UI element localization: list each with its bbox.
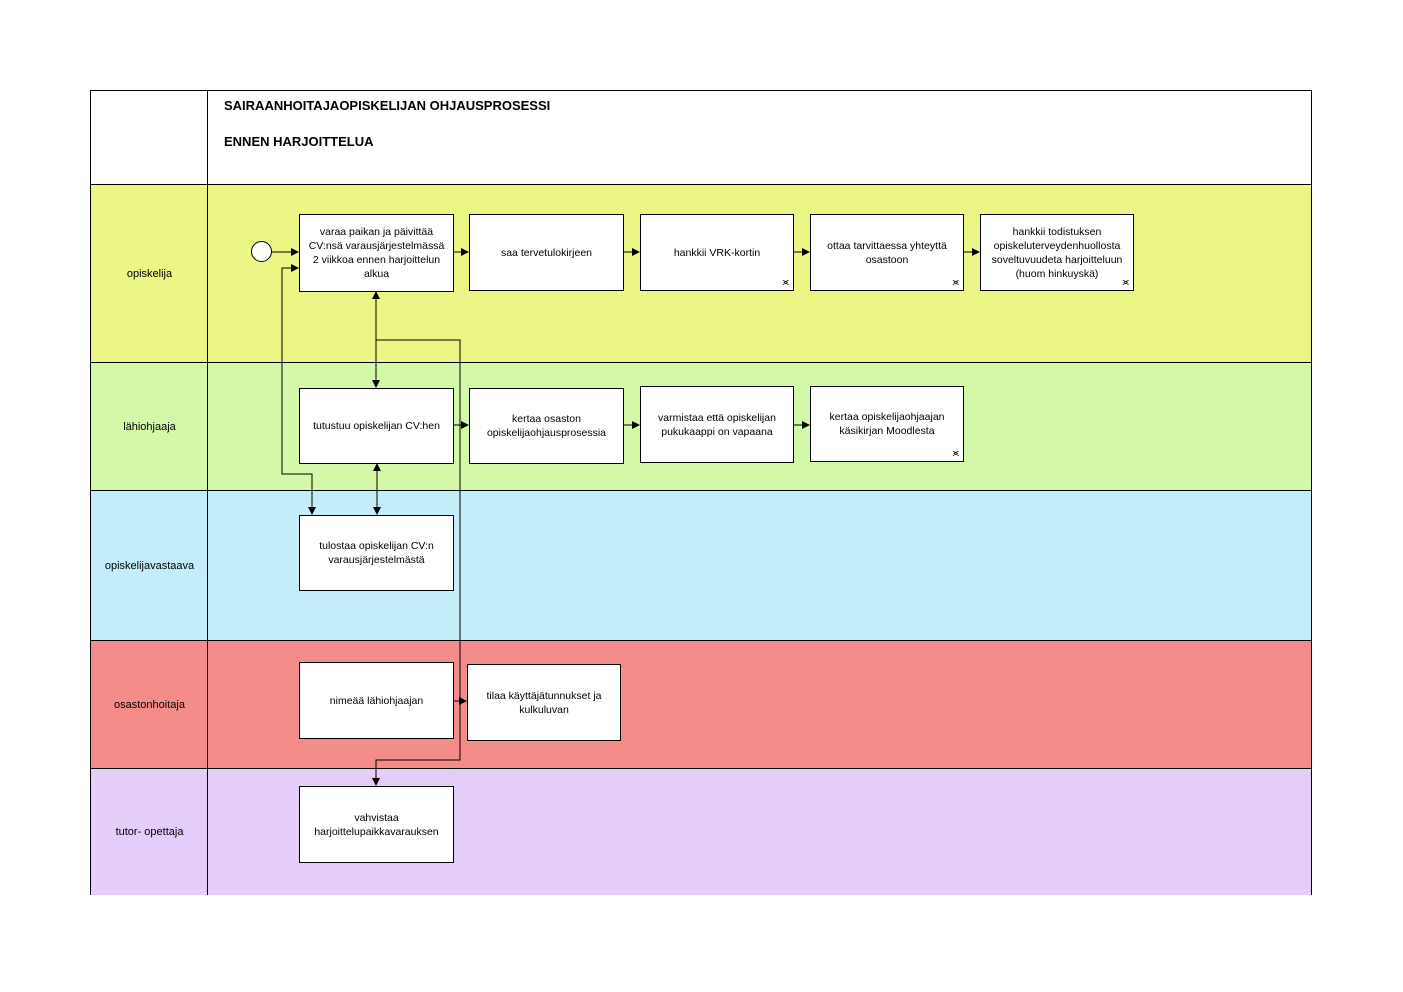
task-label: nimeää lähiohjaajan [329,694,424,707]
diagram-frame [90,90,1312,895]
start-event [251,241,272,262]
lane-divider [207,90,208,895]
diagram-title: SAIRAANHOITAJAOPISKELIJAN OHJAUSPROSESSI [224,98,551,113]
task-label: kertaa opiskelijaohjaajan käsikirjan Moo… [829,411,945,437]
task-label: vahvistaa harjoittelupaikkavarauksen [314,811,439,838]
lane-label-opiskelijavastaava: opiskelijavastaava [104,559,195,572]
task-label: varaa paikan ja päivittää CV:nsä varausj… [308,226,445,280]
task-label: ottaa tarvittaessa yhteyttä osastoon [827,239,947,266]
task-label: saa tervetulokirjeen [500,246,593,259]
lane-label-lahiohjaaja: lähiohjaaja [123,420,176,433]
task-label: tutustuu opiskelijan CV:hen [313,420,440,432]
task-label: hankkii VRK-kortin [673,246,761,259]
lane-osastonhoitaja [91,640,1312,769]
task-hankkii-todistuksen[interactable]: hankkii todistuksen opiskeluterveydenhuo… [980,214,1134,291]
task-kertaa-ohjausprosessia[interactable]: kertaa osaston opiskelijaohjausprosessia [469,388,624,464]
task-tulostaa-cv[interactable]: tulostaa opiskelijan CV:n varausjärjeste… [299,515,454,591]
task-varmistaa-pukukaappi[interactable]: varmistaa että opiskelijan pukukaappi on… [640,386,794,463]
task-vahvistaa-varauksen[interactable]: vahvistaa harjoittelupaikkavarauksen [299,786,454,863]
subprocess-link-icon: ⪤ [782,277,790,288]
task-saa-tervetulokirjeen[interactable]: saa tervetulokirjeen [469,214,624,291]
task-kertaa-kasikirjan[interactable]: kertaa opiskelijaohjaajan käsikirjan Moo… [810,386,964,462]
lane-label-opiskelija: opiskelija [126,267,173,280]
task-varaa-paikan[interactable]: varaa paikan ja päivittää CV:nsä varausj… [299,214,454,292]
task-label: kertaa osaston opiskelijaohjausprosessia [486,413,607,439]
lane-opiskelijavastaava [91,490,1312,641]
subprocess-link-icon: ⪤ [1122,277,1130,288]
subprocess-link-icon: ⪤ [952,448,960,459]
task-label: tulostaa opiskelijan CV:n varausjärjeste… [319,540,434,566]
flow-t1-u1 [372,339,461,786]
task-tutustuu-cv[interactable]: tutustuu opiskelijan CV:hen [299,388,454,464]
subprocess-link-icon: ⪤ [952,277,960,288]
task-label: tilaa käyttäjätunnukset ja kulkuluvan [486,689,602,716]
lane-tutor-opettaja [91,768,1312,895]
lane-label-tutor-opettaja: tutor- opettaja [115,825,184,838]
task-hankkii-vrk-kortin[interactable]: hankkii VRK-kortin ⪤ [640,214,794,291]
task-label: hankkii todistuksen opiskeluterveydenhuo… [991,225,1123,280]
lane-label-osastonhoitaja: osastonhoitaja [114,698,185,711]
task-tilaa-kayttajatunnukset[interactable]: tilaa käyttäjätunnukset ja kulkuluvan [467,664,621,741]
diagram-subtitle: ENNEN HARJOITTELUA [224,134,374,149]
task-nimeaa-lahiohjaajan[interactable]: nimeää lähiohjaajan [299,662,454,739]
task-label: varmistaa että opiskelijan pukukaappi on… [658,411,776,438]
task-ottaa-yhteytta[interactable]: ottaa tarvittaessa yhteyttä osastoon ⪤ [810,214,964,291]
